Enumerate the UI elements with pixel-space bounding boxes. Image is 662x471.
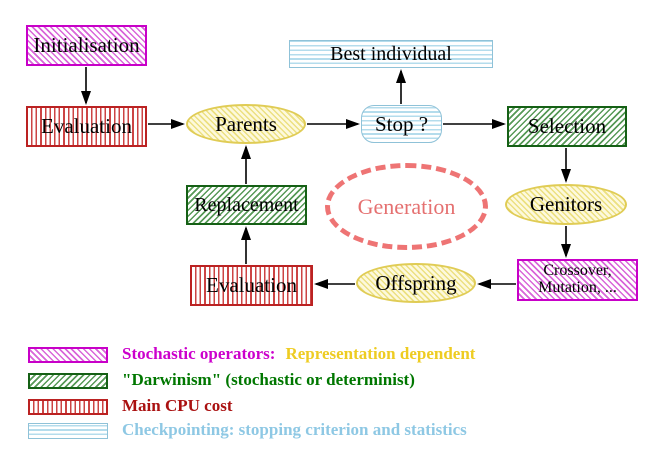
selection-label: Selection [527, 114, 607, 139]
replacement-box: Replacement [186, 185, 307, 225]
crossover-label-line2: Mutation, ... [538, 279, 617, 296]
parents-ellipse: Parents [186, 104, 306, 144]
initialisation-box: Initialisation [26, 25, 147, 66]
legend-swatch-main-cpu-cost [28, 399, 108, 415]
crossover-label-line1: Crossover, [543, 262, 612, 280]
genitors-label: Genitors [529, 192, 603, 217]
legend-label-checkpointing: Checkpointing: stopping criterion and st… [122, 420, 467, 440]
evaluation-bottom-label: Evaluation [206, 273, 297, 298]
evaluation-top-box: Evaluation [26, 106, 147, 147]
offspring-ellipse: Offspring [356, 263, 476, 303]
legend-label-main-cpu-cost: Main CPU cost [122, 396, 232, 416]
best-individual-label: Best individual [330, 42, 452, 65]
legend-text-checkpointing: Checkpointing: stopping criterion and st… [122, 420, 467, 439]
stop-decision-box: Stop ? [361, 105, 442, 143]
parents-label: Parents [215, 111, 277, 136]
legend-swatch-checkpointing [28, 423, 108, 439]
replacement-label: Replacement [194, 193, 299, 216]
legend-text-main-cpu-cost: Main CPU cost [122, 396, 233, 415]
legend-text-darwinism: "Darwinism" (stochastic or determinist) [122, 370, 415, 389]
legend-label-darwinism: "Darwinism" (stochastic or determinist) [122, 370, 415, 390]
legend-swatch-stochastic-operators [28, 347, 108, 363]
evaluation-top-label: Evaluation [41, 114, 132, 139]
legend-text-representation: Representation dependent [285, 344, 476, 363]
legend-swatch-darwinism [28, 373, 108, 389]
crossover-mutation-box: Crossover, Mutation, ... [517, 259, 638, 301]
generation-label: Generation [357, 193, 456, 219]
evaluation-bottom-box: Evaluation [190, 265, 313, 306]
generation-cycle-ellipse: Generation [325, 163, 488, 250]
best-individual-box: Best individual [289, 40, 493, 68]
legend-label-stochastic-operators: Stochastic operators: Representation depe… [122, 344, 475, 364]
selection-box: Selection [507, 106, 627, 147]
offspring-label: Offspring [375, 270, 457, 295]
initialisation-label: Initialisation [33, 33, 140, 58]
genitors-ellipse: Genitors [505, 184, 627, 225]
legend-text-stochastic: Stochastic operators: [122, 344, 276, 363]
stop-label: Stop ? [374, 111, 429, 136]
